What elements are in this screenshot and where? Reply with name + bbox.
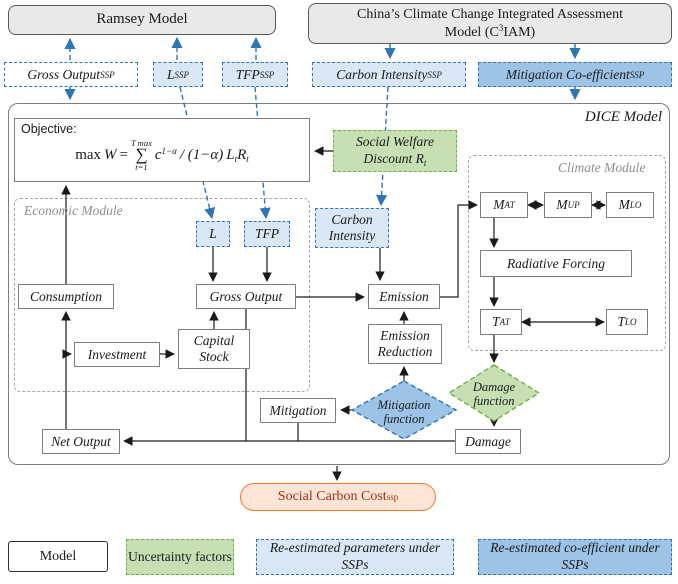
gross-output-ssp-label: Gross Output	[27, 66, 101, 82]
consumption-label: Consumption	[29, 288, 102, 304]
climate-module-label: Climate Module	[558, 160, 646, 175]
c3iam-title-line2: Model (C3IAM)	[357, 22, 623, 42]
social-welfare-line2: Discount Rt	[356, 151, 434, 168]
mitigation-coefficient-ssp-label: Mitigation Co-efficient	[505, 66, 630, 82]
l-ssp-label: L	[166, 66, 175, 82]
formula-c-term: c1−α	[154, 145, 177, 164]
carbon-intensity-box: Carbon Intensity	[315, 208, 389, 248]
c3iam-box: China’s Climate Change Integrated Assess…	[308, 3, 672, 44]
t-at-label: T	[492, 314, 500, 330]
social-carbon-cost-label: Social Carbon Cost	[277, 489, 387, 504]
formula-l: L	[226, 146, 235, 163]
mitigation-function-label: Mitigation function	[377, 398, 431, 426]
gross-output-label: Gross Output	[209, 288, 283, 304]
t-lo-label: T	[617, 314, 625, 330]
c3iam-line2-post: IAM)	[503, 24, 536, 40]
formula-r: R	[237, 146, 247, 163]
economic-module-label: Economic Module	[24, 203, 123, 218]
social-welfare-line2-sub: t	[423, 158, 427, 168]
investment-label: Investment	[87, 346, 147, 362]
l-box-label: L	[209, 226, 217, 242]
social-welfare-discount-label: Social Welfare Discount Rt	[356, 134, 434, 168]
c3iam-label: China’s Climate Change Integrated Assess…	[357, 6, 623, 41]
tfp-box-label: TFP	[254, 226, 279, 242]
emission-reduction-box: Emission Reduction	[368, 324, 442, 364]
legend-reestimated-coefficient-label: Re-estimated co-efficient under SSPs	[490, 540, 660, 572]
social-welfare-line1: Social Welfare	[355, 134, 435, 150]
formula-c-exponent: 1−α	[161, 145, 177, 156]
economic-module-frame	[14, 198, 310, 392]
emission-box: Emission	[368, 284, 440, 309]
dice-model-frame	[8, 103, 670, 465]
carbon-intensity-box-label: Carbon Intensity	[328, 212, 376, 243]
legend-reestimated-parameters-label: Re-estimated parameters under SSPs	[269, 540, 441, 572]
capital-stock-box: Capital Stock	[178, 329, 250, 369]
c3iam-line2-pre: Model (C	[444, 24, 499, 40]
legend-reestimated-parameters-box: Re-estimated parameters under SSPs	[256, 539, 454, 575]
ramsey-model-box: Ramsey Model	[8, 5, 276, 35]
objective-formula: max W = T max ∑ t=1 c1−α / (1−α) LtRt	[21, 138, 303, 173]
formula-w: W	[104, 146, 117, 163]
damage-label: Damage	[465, 433, 511, 449]
formula-sigma: ∑	[135, 145, 148, 165]
net-output-label: Net Output	[51, 433, 111, 449]
c3iam-title-line1: China’s Climate Change Integrated Assess…	[357, 7, 623, 22]
legend-model-box: Model	[8, 541, 108, 572]
legend-uncertainty-label: Uncertainty factors	[128, 548, 232, 564]
formula-eq: =	[119, 146, 128, 163]
gross-output-box: Gross Output	[196, 284, 296, 309]
formula-divisor: / (1−α)	[179, 146, 224, 163]
investment-box: Investment	[74, 342, 160, 367]
legend-model-label: Model	[39, 548, 77, 564]
social-welfare-discount-box: Social Welfare Discount Rt	[333, 130, 457, 172]
mitigation-label: Mitigation	[269, 402, 327, 418]
emission-reduction-label: Emission Reduction	[377, 328, 433, 359]
tfp-box: TFP	[244, 221, 290, 247]
emission-label: Emission	[379, 288, 429, 304]
social-welfare-line2-text: Discount R	[363, 151, 424, 166]
capital-stock-label: Capital Stock	[193, 333, 235, 364]
mitigation-box: Mitigation	[260, 398, 336, 423]
formula-sigma-block: T max ∑ t=1	[130, 138, 152, 173]
formula-lim-top: T max	[130, 138, 152, 148]
consumption-box: Consumption	[18, 284, 114, 309]
damage-function-label: Damage function	[472, 380, 516, 408]
m-lo-label: M	[618, 197, 630, 213]
formula-max: max	[75, 146, 102, 163]
net-output-box: Net Output	[42, 429, 120, 454]
objective-label: Objective:	[21, 122, 77, 136]
dice-model-label: DICE Model	[584, 109, 662, 125]
c3iam-sup: 3	[498, 22, 504, 33]
l-box: L	[196, 221, 230, 247]
carbon-intensity-ssp-label: Carbon Intensity	[336, 66, 428, 82]
radiative-forcing-box: Radiative Forcing	[480, 250, 632, 277]
formula-lr-term: LtRt	[226, 147, 249, 164]
tfp-ssp-label: TFP	[235, 66, 260, 82]
radiative-forcing-label: Radiative Forcing	[506, 255, 606, 271]
m-at-label: M	[493, 197, 505, 213]
objective-box: Objective: max W = T max ∑ t=1 c1−α / (1…	[14, 118, 310, 182]
legend-reestimated-coefficient-box: Re-estimated co-efficient under SSPs	[478, 539, 672, 575]
formula-lim-bottom: t=1	[135, 162, 148, 173]
legend-uncertainty-box: Uncertainty factors	[126, 539, 234, 575]
damage-box: Damage	[455, 429, 521, 454]
formula-c: c	[154, 146, 162, 163]
formula-r-sub: t	[246, 153, 249, 164]
formula-l-sub: t	[234, 153, 238, 164]
m-up-label: M	[556, 197, 568, 213]
ramsey-model-label: Ramsey Model	[96, 11, 188, 28]
